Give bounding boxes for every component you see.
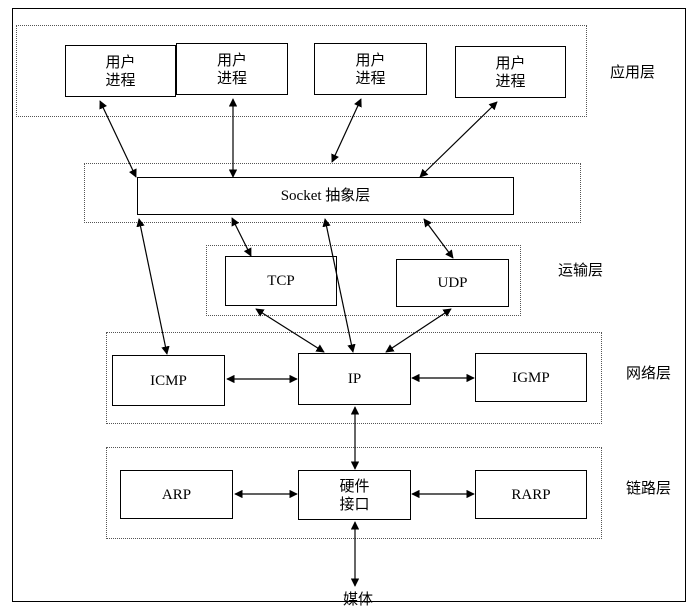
igmp-box: IGMP bbox=[475, 353, 587, 402]
socket-abstraction-box: Socket 抽象层 bbox=[137, 177, 514, 215]
tcp-box: TCP bbox=[225, 256, 337, 306]
diagram-border bbox=[12, 8, 686, 602]
user-process-box-3: 用户 进程 bbox=[314, 43, 427, 95]
user-process-box-4: 用户 进程 bbox=[455, 46, 566, 98]
transport-layer-region bbox=[206, 245, 521, 316]
application-layer-region bbox=[16, 25, 587, 117]
icmp-box: ICMP bbox=[112, 355, 225, 406]
application-layer-label: 应用层 bbox=[610, 63, 656, 81]
ip-box: IP bbox=[298, 353, 411, 405]
user-process-box-1: 用户 进程 bbox=[65, 45, 176, 97]
arp-box: ARP bbox=[120, 470, 233, 519]
udp-box: UDP bbox=[396, 259, 509, 307]
network-layer-label: 网络层 bbox=[626, 364, 672, 382]
hardware-interface-box: 硬件 接口 bbox=[298, 470, 411, 520]
rarp-box: RARP bbox=[475, 470, 587, 519]
link-layer-label: 链路层 bbox=[626, 479, 672, 497]
user-process-box-2: 用户 进程 bbox=[176, 43, 288, 95]
transport-layer-label: 运输层 bbox=[558, 261, 604, 279]
media-label: 媒体 bbox=[343, 590, 374, 608]
